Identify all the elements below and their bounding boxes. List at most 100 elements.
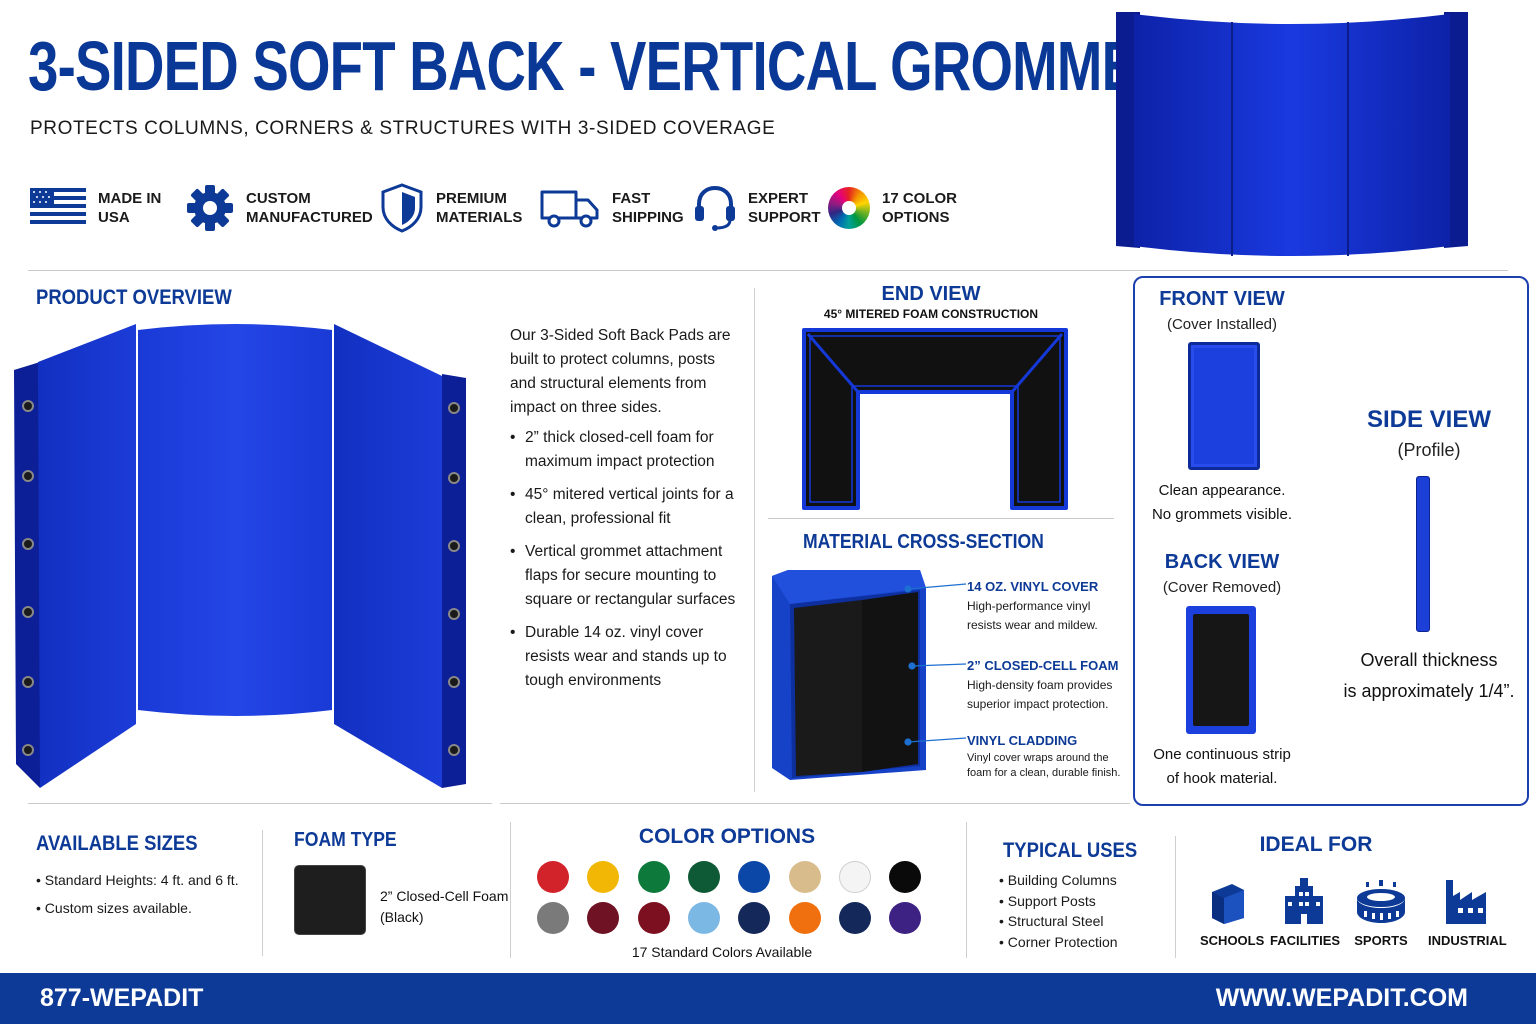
color-swatch <box>838 861 871 893</box>
overview-body: Our 3-Sided Soft Back Pads are built to … <box>510 324 740 702</box>
back-view-sub: (Cover Removed) <box>1162 579 1282 596</box>
callout-leaders <box>904 583 967 746</box>
feature-support: EXPERT SUPPORT <box>694 182 821 234</box>
ideal-label-facilities: FACILITIES <box>1270 933 1341 948</box>
foam-line: (Black) <box>380 909 424 925</box>
sizes-list: Standard Heights: 4 ft. and 6 ft. Custom… <box>36 872 239 928</box>
overview-bullet: Durable 14 oz. vinyl cover resists wear … <box>510 621 740 693</box>
feature-label: FAST SHIPPING <box>612 190 684 226</box>
front-view-note: Clean appearance. <box>1158 482 1286 499</box>
uses-heading: TYPICAL USES <box>1003 839 1138 862</box>
back-view-note: One continuous strip <box>1153 746 1291 763</box>
color-swatch <box>838 902 871 934</box>
foam-line: 2” Closed-Cell Foam <box>380 888 509 904</box>
color-swatch <box>537 861 569 893</box>
size-item: Standard Heights: 4 ft. and 6 ft. <box>36 872 239 888</box>
views-panel <box>1133 276 1529 806</box>
sizes-heading: AVAILABLE SIZES <box>36 832 198 855</box>
color-wheel-icon <box>828 187 870 229</box>
callout-foam: 2” CLOSED-CELL FOAM High-density foam pr… <box>967 658 1127 714</box>
school-icon <box>1212 884 1244 924</box>
ideal-heading: IDEAL FOR <box>1259 833 1373 856</box>
feature-label: 17 COLOR OPTIONS <box>882 190 958 226</box>
front-view-image <box>1188 342 1260 470</box>
facility-icon <box>1285 878 1323 924</box>
page-subtitle: PROTECTS COLUMNS, CORNERS & STRUCTURES W… <box>30 118 776 139</box>
feature-shipping: FAST SHIPPING <box>540 182 684 234</box>
headset-icon <box>695 185 735 231</box>
side-view-title: SIDE VIEW <box>1366 406 1492 433</box>
color-swatch <box>537 902 569 934</box>
callout-title: VINYL CLADDING <box>967 733 1078 748</box>
feature-label: CUSTOM MANUFACTURED <box>246 190 373 226</box>
color-swatch <box>788 861 821 893</box>
footer-phone[interactable]: 877-WEPADIT <box>40 984 204 1012</box>
use-item: Structural Steel <box>999 911 1118 932</box>
overview-bullet: 45° mitered vertical joints for a clean,… <box>510 483 740 531</box>
gear-icon <box>187 185 233 231</box>
foam-description: 2” Closed-Cell Foam (Black) <box>380 886 508 928</box>
use-item: Support Posts <box>999 891 1118 912</box>
page-title: 3-SIDED SOFT BACK - VERTICAL GROMMET <box>28 27 1171 105</box>
color-swatch <box>788 902 821 934</box>
cross-section-heading: MATERIAL CROSS-SECTION <box>803 531 1044 553</box>
size-item: Custom sizes available. <box>36 900 239 916</box>
overview-intro: Our 3-Sided Soft Back Pads are built to … <box>510 327 731 416</box>
product-image <box>14 324 466 788</box>
usa-flag-icon <box>30 188 86 228</box>
cross-section-image <box>772 570 926 780</box>
back-view-image <box>1186 606 1256 734</box>
truck-icon <box>540 190 599 228</box>
front-view-notes: Clean appearance. No grommets visible. <box>1140 479 1304 527</box>
ideal-label-industrial: INDUSTRIAL <box>1428 933 1507 948</box>
color-swatch <box>687 861 720 893</box>
overview-bullet: Vertical grommet attachment flaps for se… <box>510 540 740 612</box>
side-view-image <box>1416 476 1430 632</box>
side-view-sub: (Profile) <box>1397 440 1461 460</box>
back-view-note: of hook material. <box>1166 770 1278 787</box>
callout-text: High-performance vinyl resists wear and … <box>967 599 1098 632</box>
end-view-heading: END VIEW <box>881 283 981 305</box>
feature-colors: 17 COLOR OPTIONS <box>828 182 957 234</box>
callout-title: 2” CLOSED-CELL FOAM <box>967 658 1119 673</box>
use-item: Building Columns <box>999 870 1118 891</box>
front-view-note: No grommets visible. <box>1151 506 1293 523</box>
use-item: Corner Protection <box>999 932 1118 953</box>
foam-swatch <box>294 865 366 935</box>
callout-text: High-density foam provides superior impa… <box>967 678 1113 711</box>
uses-list: Building Columns Support Posts Structura… <box>999 870 1118 952</box>
factory-icon <box>1446 880 1486 924</box>
hero-pad-image <box>1116 12 1468 256</box>
feature-label: PREMIUM MATERIALS <box>436 190 523 226</box>
front-view-sub: (Cover Installed) <box>1166 316 1278 333</box>
footer-bar: 877-WEPADIT WWW.WEPADIT.COM <box>0 973 1536 1024</box>
colors-caption: 17 Standard Colors Available <box>631 944 813 960</box>
color-swatch <box>738 861 771 893</box>
back-view-notes: One continuous strip of hook material. <box>1140 743 1304 791</box>
callout-vinyl-cover: 14 OZ. VINYL COVER High-performance viny… <box>967 579 1127 635</box>
end-view-subheading: 45° MITERED FOAM CONSTRUCTION <box>823 307 1039 321</box>
feature-premium: PREMIUM MATERIALS <box>380 182 522 234</box>
feature-made-in-usa: MADE IN USA <box>30 182 161 234</box>
feature-custom: CUSTOM MANUFACTURED <box>186 182 373 234</box>
foam-heading: FOAM TYPE <box>294 829 397 851</box>
color-swatch <box>587 902 620 934</box>
shield-icon <box>381 183 423 233</box>
callout-cladding: VINYL CLADDING Vinyl cover wraps around … <box>967 733 1127 780</box>
stadium-icon <box>1357 880 1405 923</box>
side-view-header: SIDE VIEW (Profile) <box>1330 406 1528 461</box>
side-view-note: Overall thickness <box>1360 650 1498 670</box>
colors-heading: COLOR OPTIONS <box>638 825 816 848</box>
color-swatch <box>738 902 771 934</box>
front-view-header: FRONT VIEW (Cover Installed) <box>1140 288 1304 333</box>
overview-bullet: 2” thick closed-cell foam for maximum im… <box>510 426 740 474</box>
footer-website[interactable]: WWW.WEPADIT.COM <box>1215 984 1468 1012</box>
feature-label: MADE IN USA <box>98 190 162 226</box>
side-view-notes: Overall thickness is approximately 1/4”. <box>1330 645 1528 707</box>
color-swatch <box>587 861 620 893</box>
front-view-title: FRONT VIEW <box>1159 288 1285 310</box>
color-swatch <box>637 902 670 934</box>
side-view-note: is approximately 1/4”. <box>1343 681 1515 701</box>
end-view-header: END VIEW 45° MITERED FOAM CONSTRUCTION <box>768 283 1094 321</box>
ideal-label-schools: SCHOOLS <box>1200 933 1265 948</box>
